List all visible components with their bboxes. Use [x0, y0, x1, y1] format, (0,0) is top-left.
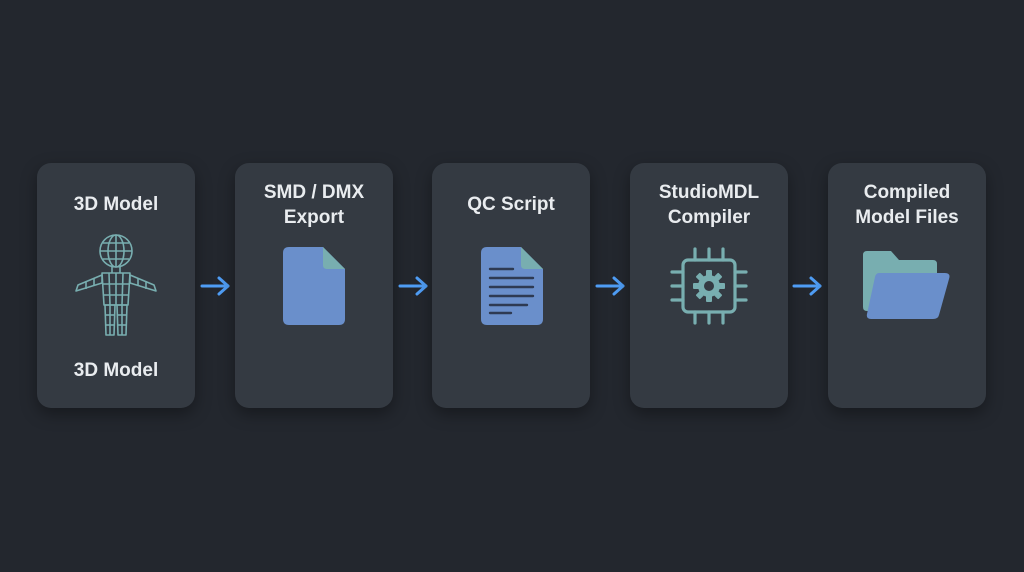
stage-title: 3D Model	[73, 194, 159, 215]
arrow-right-icon	[792, 276, 822, 296]
arrow-right-icon	[200, 276, 230, 296]
folder-icon	[863, 251, 950, 319]
arrow-right-icon	[595, 276, 625, 296]
chip-gear-icon	[670, 247, 748, 325]
text-document-icon	[481, 247, 543, 325]
stage-title: QC Script	[467, 194, 555, 215]
stage-qc-script: QC Script	[432, 163, 590, 408]
stage-compiled-model-files: Compiled Model Files	[828, 163, 986, 408]
wireframe-character-icon	[75, 234, 157, 336]
stage-title: StudioMDL Compiler	[658, 182, 760, 228]
stage-title: Compiled Model Files	[855, 182, 959, 228]
stage-title: SMD / DMX Export	[263, 182, 365, 228]
stage-smd-dmx-export: SMD / DMX Export	[235, 163, 393, 408]
document-icon	[283, 247, 345, 325]
stage-caption: 3D Model	[73, 360, 159, 381]
stage-3d-model: 3D Model	[37, 163, 195, 408]
stage-studiomdl-compiler: StudioMDL Compiler	[630, 163, 788, 408]
arrow-right-icon	[398, 276, 428, 296]
